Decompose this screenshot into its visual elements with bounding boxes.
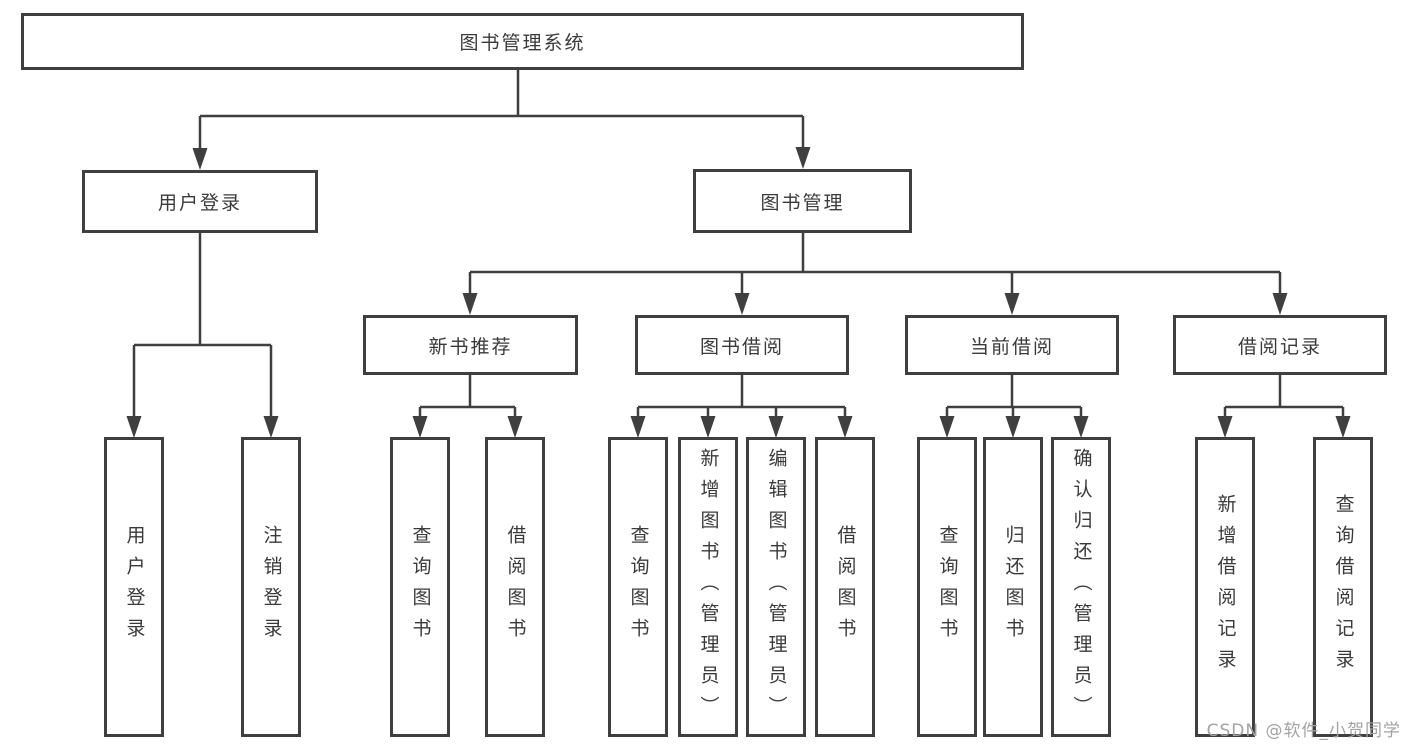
node-leaf-return-book: 归还图书 <box>983 437 1043 737</box>
node-label: 新增借阅记录 <box>1214 494 1237 680</box>
arrowheads <box>126 147 1351 438</box>
node-label: 用户登录 <box>157 192 242 214</box>
node-label: 图书借阅 <box>699 335 784 358</box>
node-label: 当前借阅 <box>969 335 1054 358</box>
node-leaf-query-book-borrowing: 查询图书 <box>608 437 668 737</box>
node-label: 用户登录 <box>123 525 146 649</box>
node-label: 图书管理系统 <box>459 32 586 54</box>
node-leaf-query-book-current: 查询图书 <box>917 437 977 737</box>
node-current-borrowing: 当前借阅 <box>905 315 1119 375</box>
node-leaf-confirm-return-admin: 确认归还（管理员） <box>1051 437 1111 737</box>
node-book-borrowing: 图书借阅 <box>635 315 849 375</box>
node-borrowing-records: 借阅记录 <box>1173 315 1387 375</box>
node-label: 借阅图书 <box>834 525 857 649</box>
node-label: 查询借阅记录 <box>1332 494 1355 680</box>
node-library-management-system: 图书管理系统 <box>21 13 1024 70</box>
node-label: 新书推荐 <box>428 335 513 358</box>
node-label: 归还图书 <box>1002 525 1025 649</box>
node-leaf-logout: 注销登录 <box>241 437 301 737</box>
node-label: 图书管理 <box>760 191 845 214</box>
node-label: 确认归还（管理员） <box>1070 447 1093 727</box>
node-leaf-borrow-book: 借阅图书 <box>815 437 875 737</box>
node-leaf-edit-book-admin: 编辑图书（管理员） <box>746 437 806 737</box>
node-book-management: 图书管理 <box>693 169 912 233</box>
node-leaf-add-book-admin: 新增图书（管理员） <box>678 437 738 737</box>
node-leaf-user-login: 用户登录 <box>104 437 164 737</box>
node-new-book-recommend: 新书推荐 <box>363 315 578 375</box>
node-label: 查询图书 <box>409 525 432 649</box>
node-leaf-query-borrow-record: 查询借阅记录 <box>1313 437 1373 737</box>
node-leaf-add-borrow-record: 新增借阅记录 <box>1195 437 1255 737</box>
node-leaf-query-book-recommend: 查询图书 <box>390 437 450 737</box>
node-label: 注销登录 <box>260 525 283 649</box>
node-label: 借阅记录 <box>1237 335 1322 358</box>
node-label: 编辑图书（管理员） <box>765 447 788 727</box>
node-label: 新增图书（管理员） <box>697 447 720 727</box>
csdn-watermark: CSDN @软件_小贺同学 <box>1206 721 1401 741</box>
node-user-login: 用户登录 <box>82 170 318 233</box>
node-label: 查询图书 <box>936 525 959 649</box>
node-label: 查询图书 <box>627 525 650 649</box>
node-label: 借阅图书 <box>504 525 527 649</box>
node-leaf-borrow-book-recommend: 借阅图书 <box>485 437 545 737</box>
